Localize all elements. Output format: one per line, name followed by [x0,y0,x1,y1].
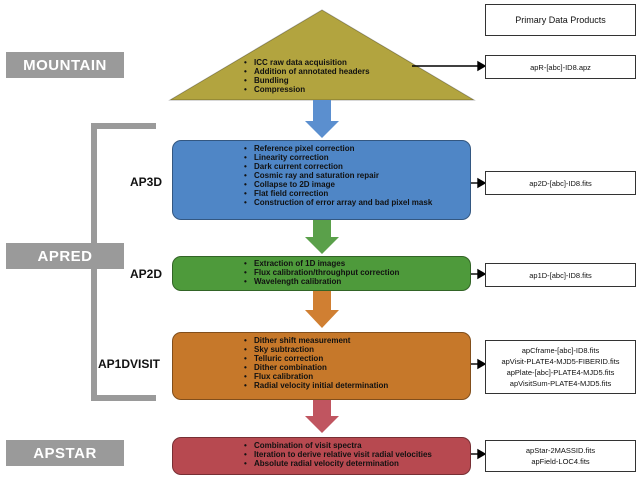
list-item: Flux calibration [244,372,388,381]
list-item: Linearity correction [244,153,432,162]
list-item: Radial velocity initial determination [244,381,388,390]
list-item: Construction of error array and bad pixe… [244,198,432,207]
list-item: Compression [244,85,370,94]
products-header: Primary Data Products [485,4,636,36]
list-item: Iteration to derive relative visit radia… [244,450,432,459]
list-item: Bundling [244,76,370,85]
arrow-down-ap3d-ap2d [305,218,339,254]
product-filename: ap1D-[abc]-ID8.fits [529,270,592,280]
arrow-down-ap1dvisit-apstar [305,398,339,433]
list-item: Dither combination [244,363,388,372]
list-item: Combination of visit spectra [244,441,432,450]
mountain-step-list: ICC raw data acquisition Addition of ann… [244,58,370,94]
product-filename: ap2D-[abc]-ID8.fits [529,178,592,188]
ap2d-step-list: Extraction of 1D images Flux calibration… [244,259,399,286]
list-item: Flux calibration/throughput correction [244,268,399,277]
arrow-down-mountain-ap3d [305,100,339,138]
list-item: Flat field correction [244,189,432,198]
product-box-ap2d: ap1D-[abc]-ID8.fits [485,263,636,287]
list-item: ICC raw data acquisition [244,58,370,67]
list-item: Absolute radial velocity determination [244,459,432,468]
product-box-apstar: apStar-2MASSID.fits apField-LOC4.fits [485,440,636,472]
product-box-ap3d: ap2D-[abc]-ID8.fits [485,171,636,195]
list-item: Dither shift measurement [244,336,388,345]
list-item: Reference pixel correction [244,144,432,153]
apstar-step-list: Combination of visit spectra Iteration t… [244,441,432,468]
product-filename: apR-[abc]-ID8.apz [530,62,591,72]
product-filename: apStar-2MASSID.fits [525,446,596,455]
arrow-down-ap2d-ap1dvisit [305,289,339,328]
stage-label-apred: APRED [6,243,124,269]
stage-label-mountain: MOUNTAIN [6,52,124,78]
product-filename: apPlate-[abc]-PLATE4-MJD5.fits [506,368,615,377]
product-filename: apVisitSum-PLATE4-MJD5.fits [509,379,612,388]
product-filename: apCframe-[abc]-ID8.fits [521,346,600,355]
module-label-ap2d: AP2D [130,267,163,281]
product-filename: apVisit-PLATE4-MJD5-FIBERID.fits [501,357,620,366]
module-label-ap3d: AP3D [130,175,163,189]
ap3d-step-list: Reference pixel correction Linearity cor… [244,144,432,207]
list-item: Addition of annotated headers [244,67,370,76]
list-item: Cosmic ray and saturation repair [244,171,432,180]
stage-label-apstar: APSTAR [6,440,124,466]
product-box-mountain: apR-[abc]-ID8.apz [485,55,636,79]
list-item: Wavelength calibration [244,277,399,286]
module-label-ap1dvisit: AP1DVISIT [98,357,161,371]
list-item: Sky subtraction [244,345,388,354]
list-item: Telluric correction [244,354,388,363]
list-item: Dark current correction [244,162,432,171]
product-box-ap1dvisit: apCframe-[abc]-ID8.fits apVisit-PLATE4-M… [485,340,636,394]
list-item: Extraction of 1D images [244,259,399,268]
products-header-title: Primary Data Products [515,14,606,25]
ap1dvisit-step-list: Dither shift measurement Sky subtraction… [244,336,388,390]
product-filename: apField-LOC4.fits [531,457,590,466]
list-item: Collapse to 2D image [244,180,432,189]
